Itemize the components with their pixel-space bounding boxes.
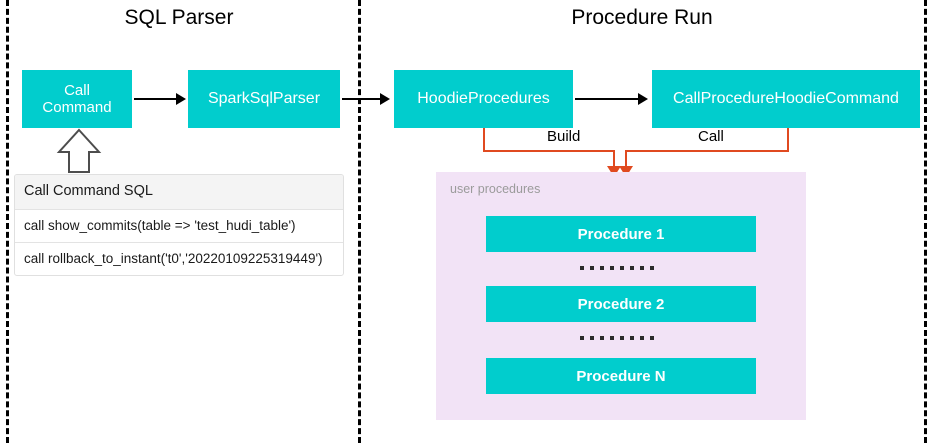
- sql-table-header: Call Command SQL: [15, 175, 343, 210]
- section-title-sql-parser: SQL Parser: [124, 6, 234, 29]
- call-connector-vertical-down: [625, 150, 627, 168]
- procedure-box-1[interactable]: Procedure 1: [486, 216, 756, 252]
- arrow-procedures-to-command-head: [638, 93, 648, 105]
- ellipsis-dots-2: [580, 336, 654, 340]
- node-call-procedure-hoodie-command[interactable]: CallProcedureHoodieCommand: [652, 70, 920, 128]
- node-call-command[interactable]: Call Command: [22, 70, 132, 128]
- edge-label-build: Build: [543, 128, 585, 145]
- node-call-command-line2: Command: [42, 99, 112, 116]
- arrow-call-command-to-parser-line: [134, 98, 176, 100]
- edge-label-call: Call: [694, 128, 728, 145]
- call-connector-arrowhead: [619, 166, 633, 177]
- node-call-procedure-hoodie-command-label: CallProcedureHoodieCommand: [673, 89, 899, 107]
- ellipsis-dots-1: [580, 266, 654, 270]
- node-hoodie-procedures[interactable]: HoodieProcedures: [394, 70, 573, 128]
- procedure-box-1-label: Procedure 1: [577, 225, 665, 243]
- build-connector-vertical-down: [613, 150, 615, 168]
- call-connector-horizontal: [625, 150, 789, 152]
- build-connector-horizontal: [483, 150, 615, 152]
- arrow-parser-to-procedures-line: [342, 98, 380, 100]
- arrow-parser-to-procedures-head: [380, 93, 390, 105]
- procedure-box-2-label: Procedure 2: [577, 295, 665, 313]
- divider-left: [6, 0, 9, 443]
- build-connector-vertical-left: [483, 128, 485, 150]
- build-connector-arrowhead: [607, 166, 621, 177]
- procedure-box-n-label: Procedure N: [576, 367, 666, 385]
- user-procedures-label: user procedures: [450, 182, 541, 196]
- divider-right: [924, 0, 927, 443]
- procedure-box-n[interactable]: Procedure N: [486, 358, 756, 394]
- arrow-call-command-to-parser-head: [176, 93, 186, 105]
- divider-middle: [358, 0, 361, 443]
- sql-table-row: call show_commits(table => 'test_hudi_ta…: [15, 210, 343, 243]
- node-spark-sql-parser[interactable]: SparkSqlParser: [188, 70, 340, 128]
- procedure-box-2[interactable]: Procedure 2: [486, 286, 756, 322]
- call-command-sql-table: Call Command SQL call show_commits(table…: [14, 174, 344, 277]
- section-title-procedure-run: Procedure Run: [571, 6, 713, 29]
- node-hoodie-procedures-label: HoodieProcedures: [417, 89, 550, 107]
- call-connector-vertical-right: [787, 128, 789, 150]
- node-spark-sql-parser-label: SparkSqlParser: [207, 89, 321, 107]
- node-call-command-line1: Call: [64, 81, 90, 99]
- sql-table-row: call rollback_to_instant('t0','202201092…: [24, 251, 323, 266]
- arrow-procedures-to-command-line: [575, 98, 638, 100]
- up-block-arrow-icon: [56, 128, 102, 174]
